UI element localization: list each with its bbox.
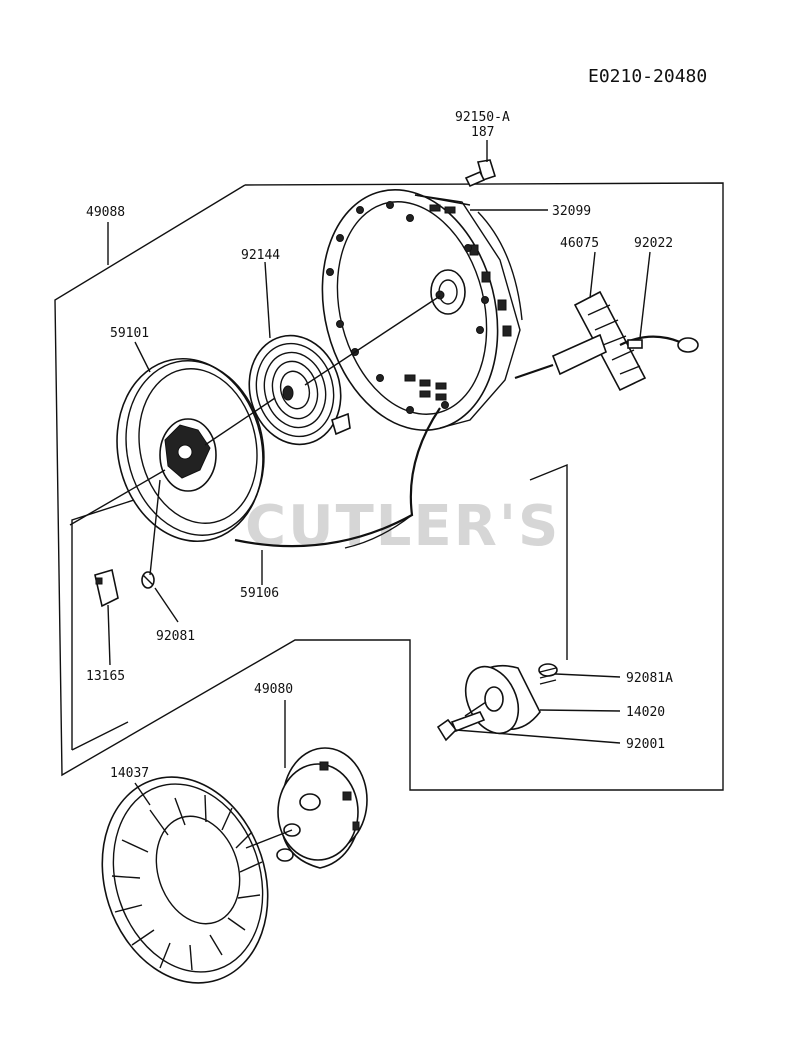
hub-bracket: [529, 463, 568, 660]
bolt-92001: [436, 711, 486, 742]
label-92001: 92001: [626, 737, 665, 752]
label-92022: 92022: [634, 236, 673, 251]
sub-assembly-bracket: [71, 489, 166, 750]
pulley-59101: [116, 357, 265, 543]
label-32099: 32099: [552, 204, 591, 219]
rope-guide-92022: [619, 335, 699, 353]
label-92081a: 92081A: [626, 671, 673, 686]
starter-drum-49080: [276, 747, 368, 869]
label-14020: 14020: [626, 705, 665, 720]
label-49080: 49080: [254, 682, 293, 697]
recoil-housing-32099: [321, 189, 523, 431]
hub-14020: [464, 664, 541, 735]
label-187: 187: [471, 125, 494, 140]
label-92144: 92144: [241, 248, 280, 263]
spring-92081a: [538, 663, 558, 685]
label-13165: 13165: [86, 669, 125, 684]
diagram-code: E0210-20480: [588, 66, 707, 87]
assembly-outline: [54, 182, 724, 791]
recoil-rope-59106: [234, 407, 441, 548]
spring-92081: [141, 571, 155, 589]
label-59101: 59101: [110, 326, 149, 341]
bolt-92150a: [464, 159, 496, 188]
leader-lines: [107, 140, 651, 806]
cover-14037: [101, 776, 269, 984]
ratchet-pawl-13165: [94, 568, 119, 608]
label-92081: 92081: [156, 629, 195, 644]
label-92150a: 92150-A: [455, 110, 510, 125]
spiral-spring-92144: [248, 334, 351, 446]
label-46075: 46075: [560, 236, 599, 251]
label-49088: 49088: [86, 205, 125, 220]
label-14037: 14037: [110, 766, 149, 781]
watermark: CUTLER'S: [245, 494, 560, 559]
assembly-axis-lines: [69, 295, 487, 849]
label-59106: 59106: [240, 586, 279, 601]
starter-handle-46075: [514, 290, 647, 392]
